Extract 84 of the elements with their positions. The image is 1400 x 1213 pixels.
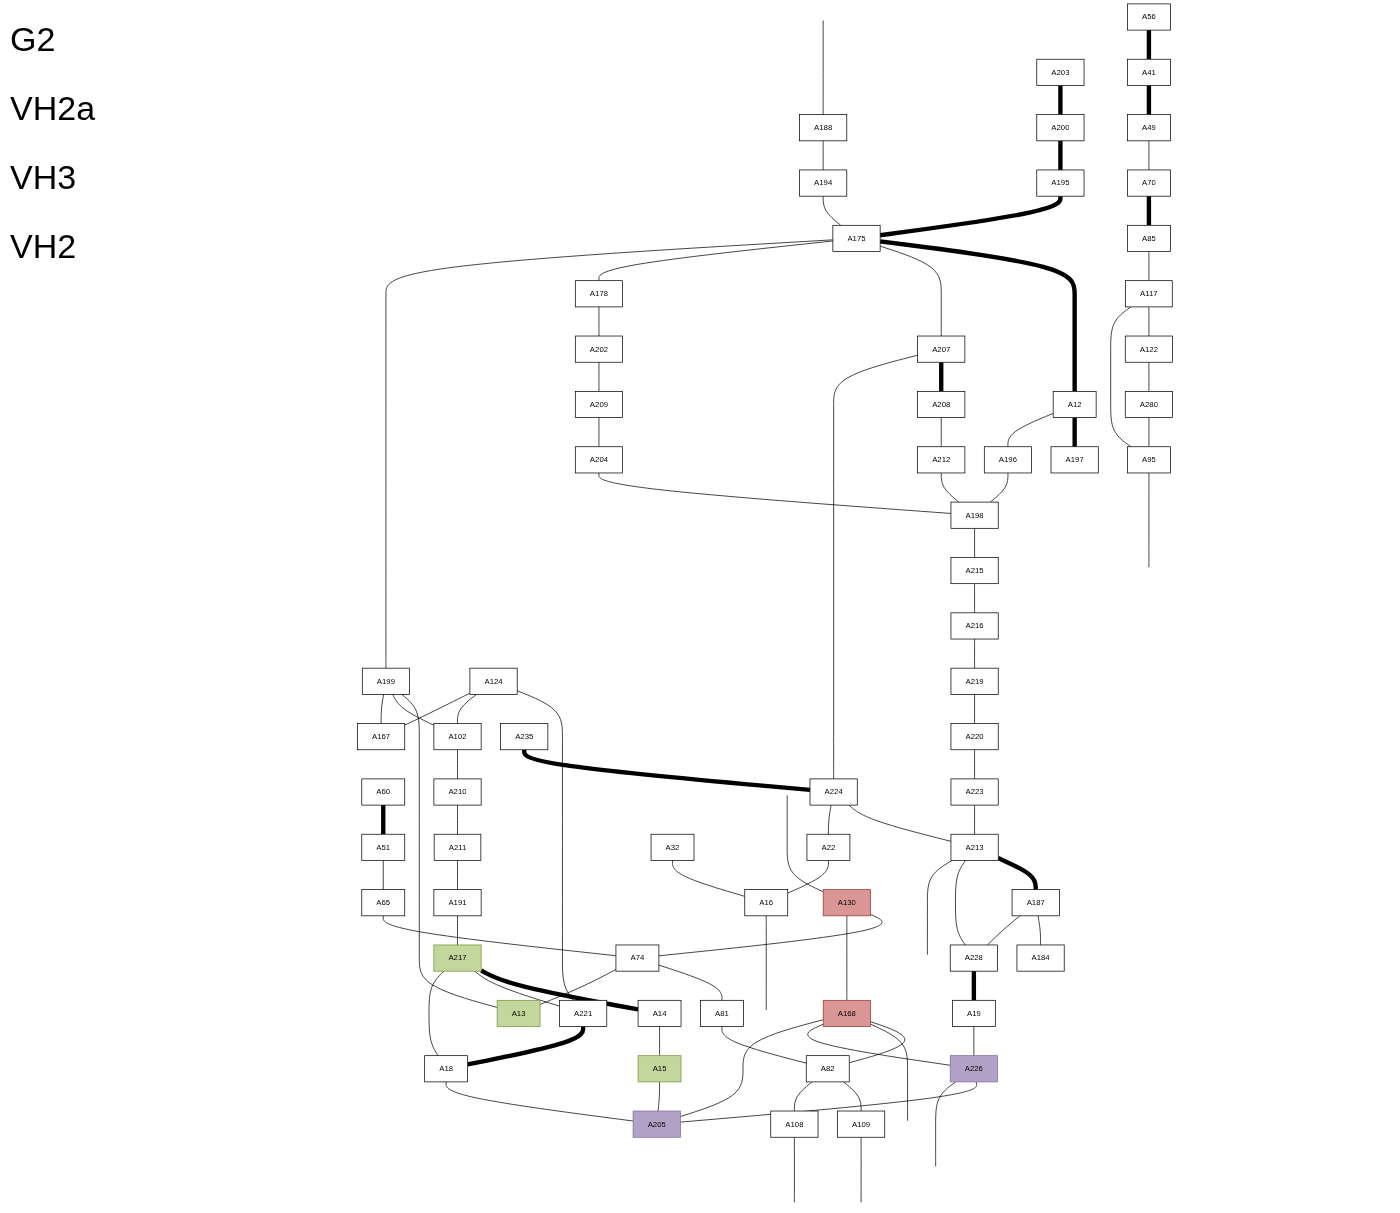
connector [807, 1023, 951, 1066]
connector [381, 805, 386, 835]
connector [935, 1081, 957, 1167]
connector [480, 968, 639, 1012]
connector [404, 692, 471, 726]
connector [822, 140, 824, 171]
connector [822, 195, 842, 226]
connector [598, 361, 600, 392]
connector [457, 749, 458, 780]
connector [833, 354, 918, 780]
connector [1146, 85, 1152, 115]
connector [1110, 306, 1132, 448]
connector [828, 804, 832, 835]
connector [1146, 196, 1152, 226]
connector [1058, 85, 1063, 115]
connector [997, 856, 1038, 890]
connector [987, 915, 1021, 946]
connector [474, 970, 560, 1007]
connector [927, 860, 953, 956]
connector [598, 472, 952, 514]
connector [974, 694, 975, 724]
connector [680, 1019, 824, 1117]
connector [598, 417, 600, 448]
connector [974, 804, 975, 835]
connector [385, 239, 834, 669]
phase-label: VH2 [10, 227, 78, 266]
connector [846, 915, 848, 1001]
connector [765, 915, 767, 1011]
connector [672, 860, 746, 897]
connector [598, 240, 834, 282]
connector [879, 239, 1077, 392]
connector [721, 1026, 807, 1064]
connector [848, 804, 952, 842]
connector [940, 417, 942, 448]
connector [658, 964, 723, 1001]
connector [971, 971, 977, 1001]
connector [1037, 915, 1041, 946]
connector [974, 749, 975, 780]
connector [1072, 417, 1077, 447]
connector [786, 795, 824, 893]
phase-label: VH2a [10, 89, 97, 128]
connector [457, 804, 458, 835]
connector [974, 583, 975, 614]
phase-label: VH3 [10, 158, 78, 197]
connector [392, 694, 435, 726]
connector [940, 472, 960, 503]
phase-label: G2 [10, 20, 57, 59]
connector [1007, 413, 1054, 448]
connector [974, 638, 975, 669]
connector [657, 1081, 660, 1112]
connector [382, 860, 384, 890]
connector [879, 196, 1063, 238]
connector [870, 1023, 908, 1122]
connector [522, 749, 811, 793]
connector [1058, 140, 1063, 170]
connector [445, 1081, 634, 1122]
connector [974, 527, 975, 558]
connector [879, 245, 942, 337]
connector [1148, 417, 1150, 448]
connector [428, 970, 445, 1057]
connector [457, 860, 458, 890]
connector [382, 915, 617, 957]
connector [939, 362, 944, 392]
connector [1148, 251, 1150, 282]
connector [990, 472, 1009, 503]
connector [787, 860, 829, 894]
connector [380, 694, 384, 724]
connector [659, 1026, 660, 1057]
connector [1146, 30, 1152, 60]
connector [539, 969, 617, 1005]
connector [955, 860, 966, 946]
connector [457, 694, 477, 724]
connector [843, 1081, 862, 1112]
connector [1148, 361, 1150, 392]
connector [457, 915, 458, 946]
connector [973, 1026, 975, 1057]
connector [658, 913, 883, 957]
connector [401, 694, 498, 1008]
connector [860, 1136, 862, 1203]
connector [822, 20, 824, 115]
connector [794, 1136, 795, 1203]
connector [794, 1081, 813, 1112]
connector [467, 1026, 586, 1067]
connector [848, 1021, 906, 1064]
